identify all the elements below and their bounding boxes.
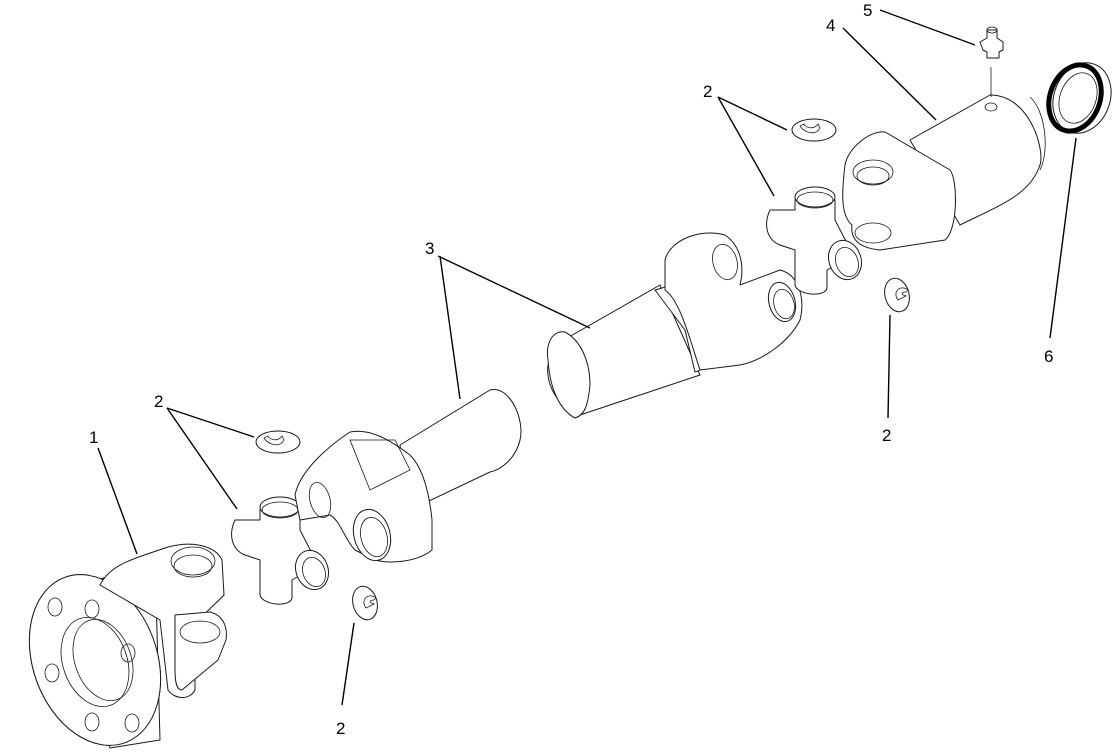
callout-4: 4 xyxy=(826,16,836,35)
u-joint-cross-right xyxy=(766,186,863,295)
callout-2d: 2 xyxy=(882,426,892,445)
snap-ring-2 xyxy=(352,585,378,621)
callout-2b: 2 xyxy=(336,719,346,738)
callout-6: 6 xyxy=(1044,347,1054,366)
callout-3: 3 xyxy=(425,239,435,258)
snap-ring-3 xyxy=(791,118,837,142)
snap-ring-4 xyxy=(884,277,910,313)
seal-part xyxy=(1046,62,1112,134)
grease-fitting-part xyxy=(979,26,1004,97)
callout-1: 1 xyxy=(89,428,99,447)
slip-yoke-left xyxy=(294,389,522,563)
leader-lines xyxy=(97,9,1077,706)
callout-2c: 2 xyxy=(703,82,713,101)
tube-yoke-part xyxy=(842,94,1046,251)
callout-2a: 2 xyxy=(154,392,164,411)
flange-yoke-part xyxy=(28,543,227,749)
u-joint-cross-left xyxy=(231,496,330,605)
callout-5: 5 xyxy=(863,1,873,20)
snap-ring-1 xyxy=(255,430,301,454)
tube-shaft-right xyxy=(546,232,803,419)
